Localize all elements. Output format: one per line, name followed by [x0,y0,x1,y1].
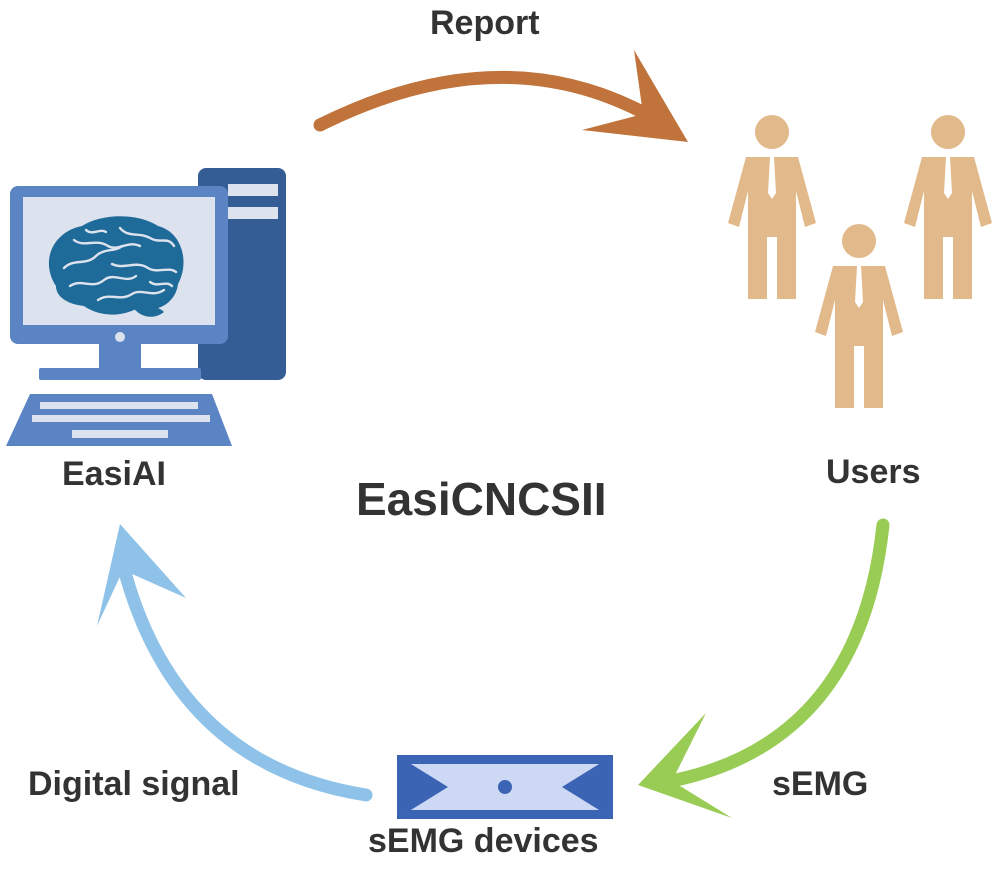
report-arrow [313,50,688,142]
digital-signal-label: Digital signal [28,765,240,803]
users-label: Users [826,453,921,491]
report-label: Report [430,4,540,42]
semg-device-icon [397,755,613,819]
semg-arrow [638,518,890,818]
easiai-label: EasiAI [62,455,166,493]
semg-devices-label: sEMG devices [368,822,599,860]
people-icon [728,115,992,408]
diagram-title: EasiCNCSII [356,473,607,525]
semg-label: sEMG [772,765,869,803]
digital-signal-arrow [97,524,373,802]
computer-brain-icon [6,168,286,446]
